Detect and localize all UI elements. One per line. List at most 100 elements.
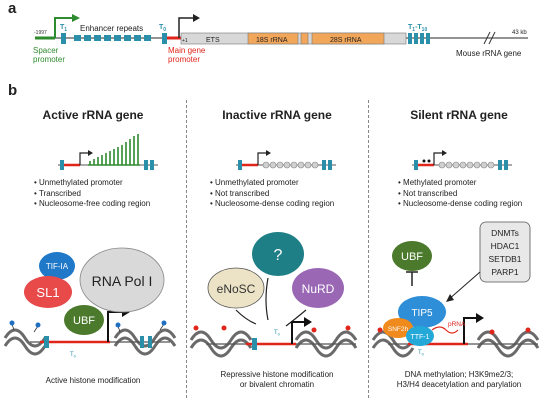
enhancer-repeat bbox=[114, 35, 121, 41]
t1-label: T1 bbox=[60, 24, 67, 33]
terminator-cluster bbox=[420, 33, 424, 44]
enhancer-label: Enhancer repeats bbox=[80, 24, 143, 33]
active-chromatin bbox=[3, 328, 177, 356]
active-complex: RNA Pol I TIF-IA SL1 UBF T0 bbox=[3, 247, 177, 359]
terminator-cluster bbox=[426, 33, 430, 44]
silent-complex: UBF DNMTs HDAC1 SETDB1 PARP1 TIP5 SNF2h … bbox=[371, 221, 540, 358]
active-bullet: Transcribed bbox=[34, 189, 150, 200]
terminator-cluster bbox=[408, 33, 412, 44]
active-title: Active rRNA gene bbox=[42, 108, 144, 122]
inactive-bullet: Unmethylated promoter bbox=[210, 178, 334, 189]
enosc-ellipse bbox=[207, 267, 265, 309]
silent-bullets: Methylated promoter Not transcribed Nucl… bbox=[398, 178, 522, 210]
nurd-label: NuRD bbox=[302, 282, 335, 296]
inactive-caption-line-1: Repressive histone modification bbox=[220, 370, 334, 379]
enosc-label: eNoSC bbox=[217, 282, 256, 296]
repressor-box-item: PARP1 bbox=[491, 267, 519, 277]
sl1-ellipse bbox=[24, 276, 72, 308]
tif-ia-label: TIF-IA bbox=[46, 262, 69, 271]
silent-bullet: Not transcribed bbox=[398, 189, 522, 200]
silent-ubf-ellipse bbox=[392, 241, 432, 271]
terminator-cluster bbox=[414, 33, 418, 44]
repressor-box-item: SETDB1 bbox=[488, 254, 521, 264]
inactive-mini-gene bbox=[236, 150, 336, 170]
main-promoter-label-1: Main gene bbox=[168, 46, 206, 55]
nurd-ellipse bbox=[292, 268, 344, 308]
inactive-title: Inactive rRNA gene bbox=[222, 108, 332, 122]
inactive-t0-label: T0 bbox=[274, 330, 281, 337]
prna-strand bbox=[431, 326, 459, 334]
panel-b-letter: b bbox=[8, 82, 18, 99]
spacer-arrow-head bbox=[72, 14, 80, 22]
inactive-bullet: Nucleosome-dense coding region bbox=[210, 199, 334, 210]
silent-caption-line-1: DNA methylation; H3K9me2/3; bbox=[404, 370, 514, 379]
rrna-28s-label: 28S rRNA bbox=[330, 37, 362, 44]
snf2h-ellipse bbox=[383, 318, 413, 338]
silent-mini-gene bbox=[412, 150, 512, 170]
panel-a-letter: a bbox=[8, 0, 17, 17]
tip5-ellipse bbox=[398, 296, 446, 328]
rrna-18s-label: 18S rRNA bbox=[256, 37, 288, 44]
enhancer-repeat bbox=[144, 35, 151, 41]
kb-label: 43 kb bbox=[512, 30, 527, 36]
enhancer-repeat bbox=[94, 35, 101, 41]
snf2h-label: SNF2h bbox=[388, 326, 409, 333]
repressor-box bbox=[479, 221, 531, 283]
unknown-factor-ellipse bbox=[252, 232, 304, 276]
rrna-18s-box bbox=[247, 32, 299, 45]
t0-terminator bbox=[162, 33, 167, 44]
t0-label: T0 bbox=[159, 24, 166, 33]
enhancer-repeat bbox=[84, 35, 91, 41]
enhancer-repeat bbox=[134, 35, 141, 41]
enhancer-repeat bbox=[124, 35, 131, 41]
t1-t10-label: T1-T10 bbox=[408, 24, 427, 33]
silent-bullet: Methylated promoter bbox=[398, 178, 522, 189]
inactive-caption-line-2: or bivalent chromatin bbox=[239, 380, 315, 389]
spacer-promoter-label-1: Spacer bbox=[33, 46, 59, 55]
rrna-28s-box bbox=[311, 32, 385, 45]
active-bullet: Nucleosome-free coding region bbox=[34, 199, 150, 210]
silent-bullet: Nucleosome-dense coding region bbox=[398, 199, 522, 210]
ttf1-label: TTF-1 bbox=[410, 334, 429, 341]
rna-pol-i-ellipse bbox=[79, 247, 165, 313]
silent-caption-line-2: H3/H4 deacetylation and parylation bbox=[396, 380, 522, 389]
silent-ubf-label: UBF bbox=[401, 251, 423, 263]
spacer-promoter-label-2: promoter bbox=[33, 55, 65, 64]
ubf-ellipse bbox=[64, 305, 104, 335]
main-arrow-head bbox=[193, 14, 200, 22]
ttf1-ellipse bbox=[406, 326, 434, 346]
ubf-label: UBF bbox=[73, 315, 95, 327]
silent-t0-label: T0 bbox=[418, 350, 425, 357]
position-label: -1997 bbox=[34, 30, 47, 36]
inactive-caption: Repressive histone modification or bival… bbox=[186, 370, 368, 390]
break-mark-2 bbox=[488, 31, 496, 45]
tif-ia-ellipse bbox=[39, 252, 75, 280]
inactive-complex: ? eNoSC NuRD T0 bbox=[189, 232, 358, 358]
inactive-bullets: Unmethylated promoter Not transcribed Nu… bbox=[210, 178, 334, 210]
main-promoter-label-2: promoter bbox=[168, 55, 200, 64]
divider-right bbox=[368, 100, 369, 398]
prna-label: pRNA bbox=[448, 321, 466, 328]
gene-name-label: Mouse rRNA gene bbox=[456, 49, 522, 58]
tip5-label: TIP5 bbox=[411, 308, 433, 319]
break-mark-1 bbox=[483, 31, 491, 45]
sl1-label: SL1 bbox=[36, 285, 59, 300]
inactive-bullet: Not transcribed bbox=[210, 189, 334, 200]
plus1-label: +1 bbox=[182, 38, 188, 44]
repressor-box-item: DNMTs bbox=[491, 228, 519, 238]
rrna-58s-box bbox=[300, 32, 309, 45]
active-mini-gene bbox=[58, 134, 158, 170]
t1-terminator bbox=[61, 33, 66, 44]
main-promoter-arrow bbox=[178, 17, 193, 38]
divider-left bbox=[186, 100, 187, 398]
unknown-factor-label: ? bbox=[274, 247, 283, 264]
spacer-promoter-arrow bbox=[54, 17, 72, 38]
rrna-gene-map: -1997 T1 Enhancer repeats T0 Spacer prom… bbox=[33, 14, 528, 64]
ets-label: ETS bbox=[206, 37, 220, 44]
rna-pol-i-label: RNA Pol I bbox=[92, 273, 153, 289]
silent-title: Silent rRNA gene bbox=[410, 108, 508, 122]
active-caption: Active histone modification bbox=[45, 376, 141, 385]
active-bullet: Unmethylated promoter bbox=[34, 178, 150, 189]
active-t0-label: T0 bbox=[70, 352, 77, 359]
silent-caption: DNA methylation; H3K9me2/3; H3/H4 deacet… bbox=[368, 370, 550, 390]
